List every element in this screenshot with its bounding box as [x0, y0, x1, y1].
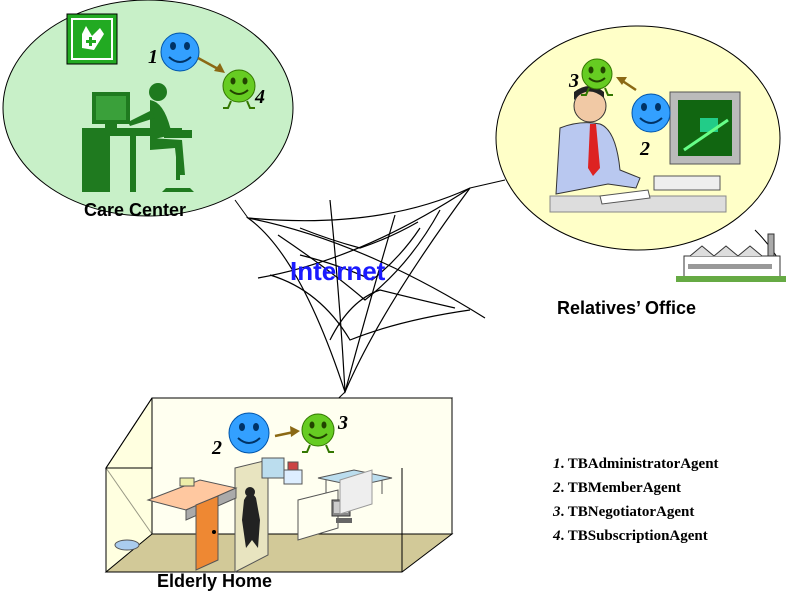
care-center-label: Care Center: [84, 200, 187, 220]
agent-member-smiley-office: [631, 93, 671, 133]
legend-item: 2. TBMemberAgent: [553, 480, 682, 496]
care-worker-icon: [82, 83, 194, 192]
legend-item: 3. TBNegotiatorAgent: [553, 504, 695, 520]
internet-web: [245, 187, 486, 394]
agent-negotiator-smiley-home: [301, 413, 335, 453]
care-agent-number-4: 4: [255, 86, 265, 108]
office-worker-icon: [549, 86, 741, 213]
factory-icon: [676, 233, 786, 282]
relatives-office-label: Relatives’ Office: [557, 298, 697, 318]
legend-item: 1. TBAdministratorAgent: [553, 456, 719, 472]
agent-administrator-smiley: [160, 32, 200, 72]
office-agent-number-3: 3: [569, 70, 579, 92]
home-agent-number-3: 3: [338, 412, 348, 434]
home-agent-number-2: 2: [212, 437, 222, 459]
agent-member-smiley-home: [228, 412, 270, 454]
relatives-office-bubble: [495, 25, 781, 251]
agent-negotiator-smiley-office: [581, 58, 613, 96]
agent-subscription-smiley: [222, 69, 256, 109]
elderly-home-label: Elderly Home: [157, 571, 273, 591]
office-agent-number-2: 2: [640, 138, 650, 160]
elderly-home-room: [104, 397, 454, 573]
link-care-internet: [234, 199, 249, 219]
care-agent-number-1: 1: [148, 46, 158, 68]
legend-item: 4. TBSubscriptionAgent: [553, 528, 708, 544]
link-office-internet: [469, 179, 506, 189]
agent-legend: 1. TBAdministratorAgent 2. TBMemberAgent…: [553, 452, 719, 548]
internet-label: Internet: [290, 256, 386, 286]
